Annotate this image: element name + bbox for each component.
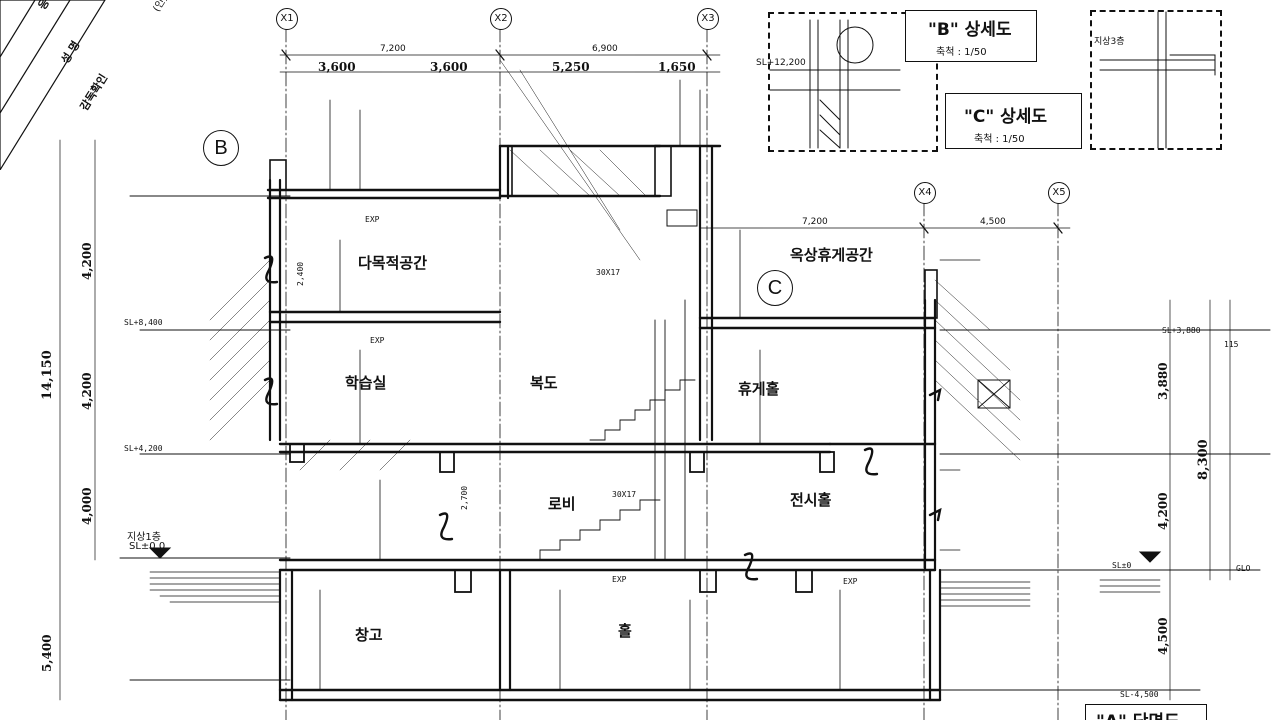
detail-b-scale: 축척 : 1/50 — [936, 47, 987, 58]
grid-lines — [285, 27, 1059, 720]
annotation-exp-1: EXP — [365, 215, 380, 224]
annotation-sl-4200: SL+4,200 — [124, 444, 163, 453]
dim-top-sub-c: 5,250 — [552, 60, 590, 74]
exam-stamp — [0, 0, 106, 170]
dim-top-span-a: 7,200 — [380, 44, 406, 54]
annotation-stair-2: 30X17 — [612, 490, 637, 499]
annotation-height-2400: 2,400 — [296, 261, 305, 286]
detail-c-title: "C" 상세도 — [964, 107, 1048, 127]
annotation-glo: GLO — [1236, 564, 1251, 573]
annotation-exp-3: EXP — [612, 575, 627, 584]
annotation-exp-4: EXP — [843, 577, 858, 586]
grid-axis-x4: X4 — [914, 182, 936, 204]
dim-left-total: 14,150 — [40, 350, 55, 400]
grid-axis-x1: X1 — [276, 8, 298, 30]
detail-b-title-box: "B" 상세도 축척 : 1/50 — [905, 10, 1037, 62]
room-lobby: 로비 — [548, 495, 576, 513]
level-sl-top: SL+12,200 — [756, 58, 806, 68]
dim-top-sub-b: 3,600 — [430, 60, 468, 74]
dim-top-span-b: 6,900 — [592, 44, 618, 54]
detail-c-scale: 축척 : 1/50 — [974, 134, 1025, 145]
level-ground-sl: SL±0.0 — [129, 541, 166, 552]
dim-right-middle: 4,200 — [1156, 492, 1170, 530]
grid-axis-x3: X3 — [697, 8, 719, 30]
annotation-sl-8400: SL+8,400 — [124, 318, 163, 327]
detail-c-title-box: "C" 상세도 축척 : 1/50 — [945, 93, 1082, 149]
section-a-title-box: "A" 단면도 — [1085, 704, 1207, 720]
dim-top-sub-a: 3,600 — [318, 60, 356, 74]
dim-right-upper: 3,880 — [1156, 362, 1170, 400]
grid-axis-x2: X2 — [490, 8, 512, 30]
room-multi-hall: 홀 — [618, 622, 632, 640]
dim-top-sub-d: 1,650 — [658, 60, 696, 74]
callout-b: B — [203, 130, 239, 166]
room-rooftop-garden: 옥상휴게공간 — [790, 246, 873, 264]
annotation-sl-3880: SL+3,880 — [1162, 326, 1201, 335]
room-multi-space: 다목적공간 — [358, 254, 428, 272]
dim-right-lower: 4,500 — [1156, 617, 1170, 655]
annotation-note-115: 115 — [1224, 340, 1239, 349]
dim-left-lower: 4,000 — [80, 487, 94, 525]
level-third-floor: 지상3층 — [1094, 37, 1125, 47]
grid-axis-x5: X5 — [1048, 182, 1070, 204]
dim-right-total: 8,300 — [1196, 439, 1211, 480]
room-study: 학습실 — [345, 374, 387, 392]
dim-left-bottom: 5,400 — [40, 634, 54, 672]
annotation-sl-minus: SL-4,500 — [1120, 690, 1159, 699]
room-corridor: 복도 — [530, 374, 558, 392]
room-storage: 창고 — [355, 626, 383, 644]
annotation-height-2700: 2,700 — [460, 485, 469, 510]
callout-c: C — [757, 270, 793, 306]
dim-right-span-a: 7,200 — [802, 217, 828, 227]
annotation-stair-1: 30X17 — [596, 268, 621, 277]
section-a-title: "A" 단면도 — [1096, 707, 1180, 720]
room-hall: 휴게홀 — [738, 380, 780, 398]
level-ground-floor: 지상1층 — [127, 532, 161, 543]
detail-c-frame — [1090, 10, 1222, 150]
room-exhibition: 전시홀 — [790, 491, 832, 509]
dim-left-middle: 4,200 — [80, 372, 94, 410]
detail-b-title: "B" 상세도 — [928, 20, 1012, 40]
detail-b-frame — [768, 12, 938, 152]
dim-right-span-b: 4,500 — [980, 217, 1006, 227]
annotation-sl-0: SL±0 — [1112, 561, 1132, 570]
annotation-exp-2: EXP — [370, 336, 385, 345]
dim-left-upper: 4,200 — [80, 242, 94, 280]
